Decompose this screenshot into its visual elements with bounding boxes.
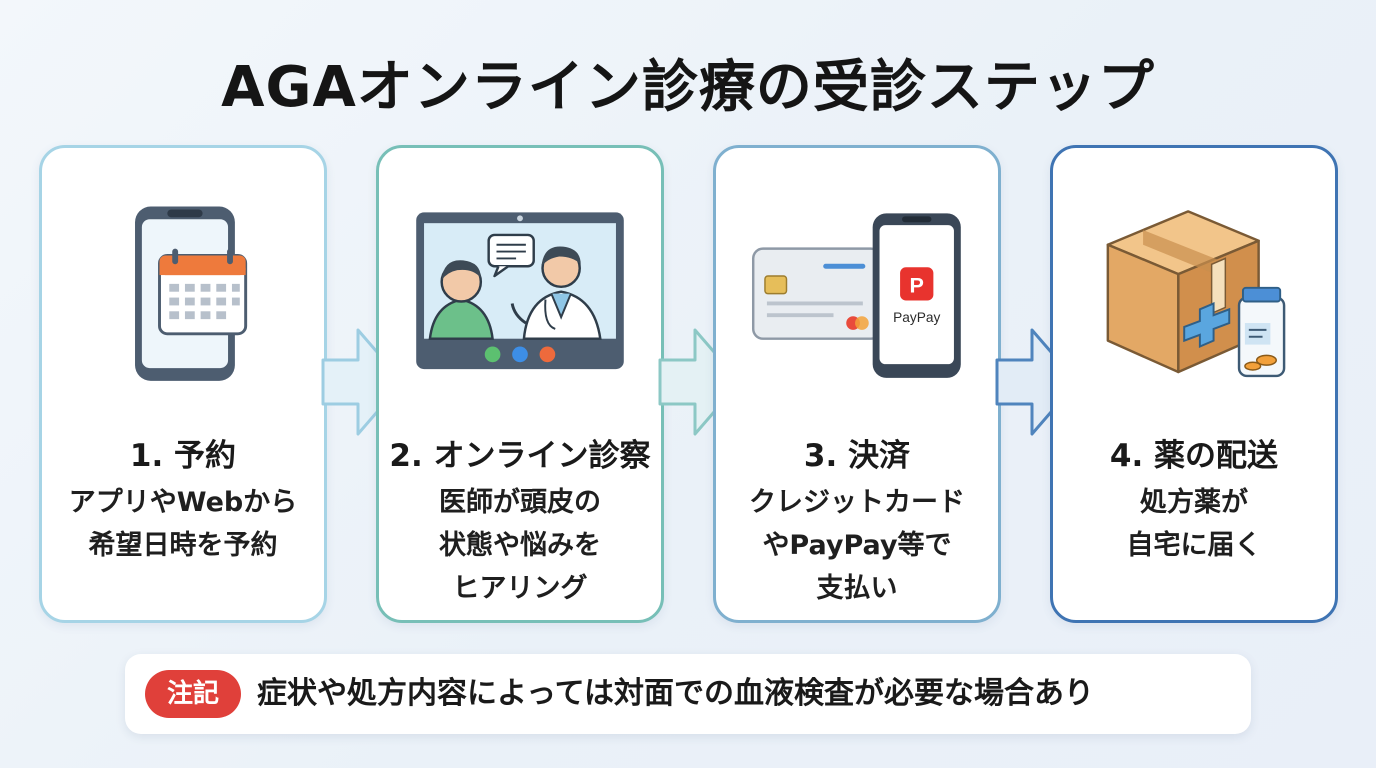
step-card-delivery: 4. 薬の配送 処方薬が 自宅に届く — [1050, 145, 1338, 623]
step-description-line: 支払い — [816, 573, 898, 604]
paypay-logo: P — [910, 274, 924, 298]
step-description-line: クレジットカード — [749, 487, 965, 518]
note-text: 症状や処方内容によっては対面での血液検査が必要な場合あり — [257, 676, 1094, 711]
step-description-line: 処方薬が — [1140, 487, 1248, 518]
step-title: 1. 予約 — [129, 438, 237, 474]
step-title: 2. オンライン診察 — [389, 438, 651, 474]
step-title: 4. 薬の配送 — [1109, 438, 1279, 474]
paypay-label: PayPay — [893, 310, 940, 325]
step-card-reservation: 1. 予約 アプリやWebから 希望日時を予約 — [39, 145, 327, 623]
step-description: 医師が頭皮の 状態や悩みを ヒアリング — [379, 481, 661, 610]
step-title: 3. 決済 — [803, 438, 911, 474]
step-description-line: やPayPay等で — [762, 530, 952, 561]
note-badge: 注記 — [145, 670, 241, 718]
step-description-line: アプリやWebから — [68, 487, 298, 518]
step-description-line: 希望日時を予約 — [88, 530, 278, 561]
step-description-line: ヒアリング — [452, 573, 588, 604]
step-description: アプリやWebから 希望日時を予約 — [42, 481, 324, 567]
smartphone-calendar-icon — [135, 206, 248, 381]
step-card-payment: P PayPay 3. 決済 クレジットカード やPayPay等で 支払い — [713, 145, 1001, 623]
step-description-line: 状態や悩みを — [439, 530, 601, 561]
step-description-line: 自宅に届く — [1126, 530, 1262, 561]
payment-card-phone-icon: P PayPay — [751, 213, 961, 378]
step-card-online-consultation: 2. オンライン診察 医師が頭皮の 状態や悩みを ヒアリング — [376, 145, 664, 623]
page-title: AGAオンライン診療の受診ステップ — [221, 55, 1155, 120]
video-consultation-icon — [416, 212, 624, 370]
step-description-line: 医師が頭皮の — [439, 487, 601, 518]
note-box: 注記 症状や処方内容によっては対面での血液検査が必要な場合あり — [125, 654, 1251, 734]
step-description: 処方薬が 自宅に届く — [1053, 481, 1335, 567]
delivery-box-medicine-icon — [1106, 210, 1286, 378]
step-description: クレジットカード やPayPay等で 支払い — [716, 481, 998, 610]
